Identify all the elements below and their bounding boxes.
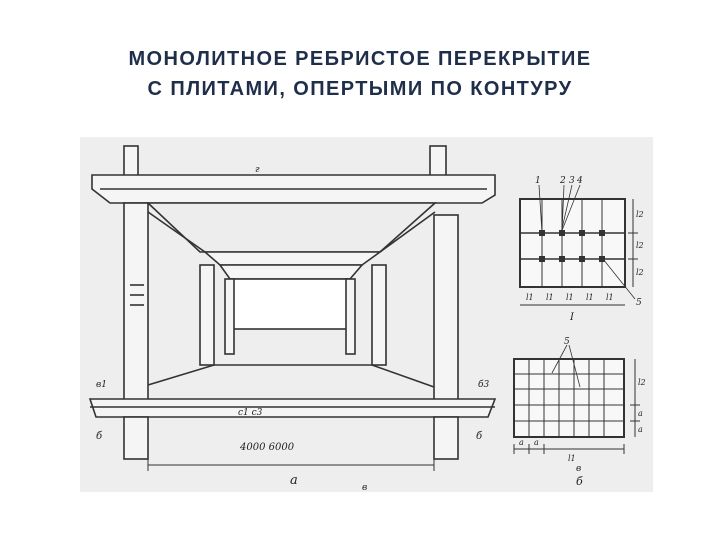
column-dot: [579, 230, 585, 236]
left-mark-top: в1: [96, 380, 107, 390]
plan-bottom-sub-caption: в: [576, 464, 581, 474]
slide-title-line-1: МОНОЛИТНОЕ РЕБРИСТОЕ ПЕРЕКРЫТИЕ: [128, 48, 592, 70]
column-dot: [579, 256, 585, 262]
plan-bottom-leader: [568, 344, 581, 388]
plan-bottom-dim-a: а: [534, 438, 539, 447]
rib-right-1: [379, 211, 436, 253]
column-dot: [559, 256, 565, 262]
section-mark-top: г: [255, 165, 260, 175]
callout-1: 1: [535, 176, 541, 186]
column-stub-right: [433, 416, 459, 460]
column-dot: [599, 230, 605, 236]
left-mark-bottom: б: [96, 431, 103, 442]
plan-top-dim-l1: l1: [546, 293, 554, 302]
plan-top-dim-l2: l2: [636, 241, 644, 250]
plan-top-dim-l2: l2: [636, 210, 644, 219]
column-dot: [539, 256, 545, 262]
plan-top-frame: [519, 198, 626, 288]
callout-leader-3: [560, 184, 573, 234]
plan-top: [519, 184, 638, 306]
column-stub-left: [123, 416, 149, 460]
plan-bottom-callout: 5: [564, 337, 570, 347]
front-slab: [88, 398, 497, 418]
plan-bottom-dim-a: а: [519, 438, 524, 447]
plan-bottom-leader: [551, 344, 568, 374]
callout-leader-5: [602, 258, 636, 300]
callout-leader-1: [538, 184, 543, 234]
callout-2: 2: [559, 176, 566, 186]
callout-4: 4: [576, 176, 583, 186]
column-far-right: [345, 278, 356, 355]
callout-leader-4: [560, 184, 581, 234]
plan-bottom-dim-l2: l2: [638, 378, 646, 387]
column-front-left: [123, 202, 149, 404]
plan-bottom-dim-l1: l1: [568, 454, 576, 463]
rib-left-1: [147, 211, 206, 253]
column-dot: [599, 256, 605, 262]
column-cap-right: [429, 145, 447, 177]
slide-title: МОНОЛИТНОЕ РЕБРИСТОЕ ПЕРЕКРЫТИЕ С ПЛИТАМ…: [0, 44, 720, 104]
plan-bottom-frame: [513, 358, 625, 438]
plan-top-caption: I: [569, 312, 575, 323]
column-far-left: [224, 278, 235, 355]
column-dot: [559, 230, 565, 236]
plan-bottom-dim-a: а: [638, 425, 643, 434]
column-dot: [539, 230, 545, 236]
plan-top-dim-l1: l1: [526, 293, 534, 302]
plan-bottom-labels: 5 а а l1 l2 а а в б: [519, 337, 646, 488]
plan-top-columns: [539, 230, 605, 262]
callout-3: 3: [569, 176, 575, 186]
column-cap-left: [123, 145, 139, 177]
secondary-beam-2: [218, 264, 364, 280]
slab-drawing-svg: 4000 6000 а г в1 б б3 б с1 с3 в: [88, 145, 646, 492]
floor-line-back: [147, 364, 435, 388]
plan-bottom-dim-a: а: [638, 409, 643, 418]
column-mid-left: [199, 264, 215, 366]
plan-top-dim-l1: l1: [566, 293, 574, 302]
plan-top-dim-l1: l1: [606, 293, 614, 302]
plan-top-labels: 1 2 3 4 5 l1 l1 l1 l1 l1 l2 l2 l2 I: [526, 176, 644, 323]
slab-drawing-figure: 4000 6000 а г в1 б б3 б с1 с3 в: [80, 137, 653, 492]
center-mark: с1 с3: [238, 408, 263, 418]
callout-5: 5: [636, 298, 642, 308]
dimension-text: 4000 6000: [239, 442, 295, 453]
plan-bottom-caption: б: [576, 475, 583, 488]
perspective-labels: 4000 6000 а г в1 б б3 б с1 с3 в: [96, 165, 489, 492]
back-opening: [229, 278, 351, 330]
plan-top-dim-l2: l2: [636, 268, 644, 277]
slide-title-line-2: С ПЛИТАМИ, ОПЕРТЫМИ ПО КОНТУРУ: [147, 78, 573, 100]
bottom-mark: в: [362, 483, 367, 492]
right-mark-bottom: б: [476, 431, 483, 442]
column-front-right: [433, 214, 459, 401]
main-view-caption: а: [290, 473, 298, 488]
beam-underside: [145, 202, 438, 253]
perspective-view: [88, 145, 497, 471]
secondary-beam-1: [202, 251, 383, 266]
right-mark-top: б3: [478, 379, 489, 390]
plan-bottom: [513, 344, 640, 454]
callout-leader-2: [561, 184, 565, 234]
plan-top-dim-l1: l1: [586, 293, 594, 302]
column-mid-right: [371, 264, 387, 366]
